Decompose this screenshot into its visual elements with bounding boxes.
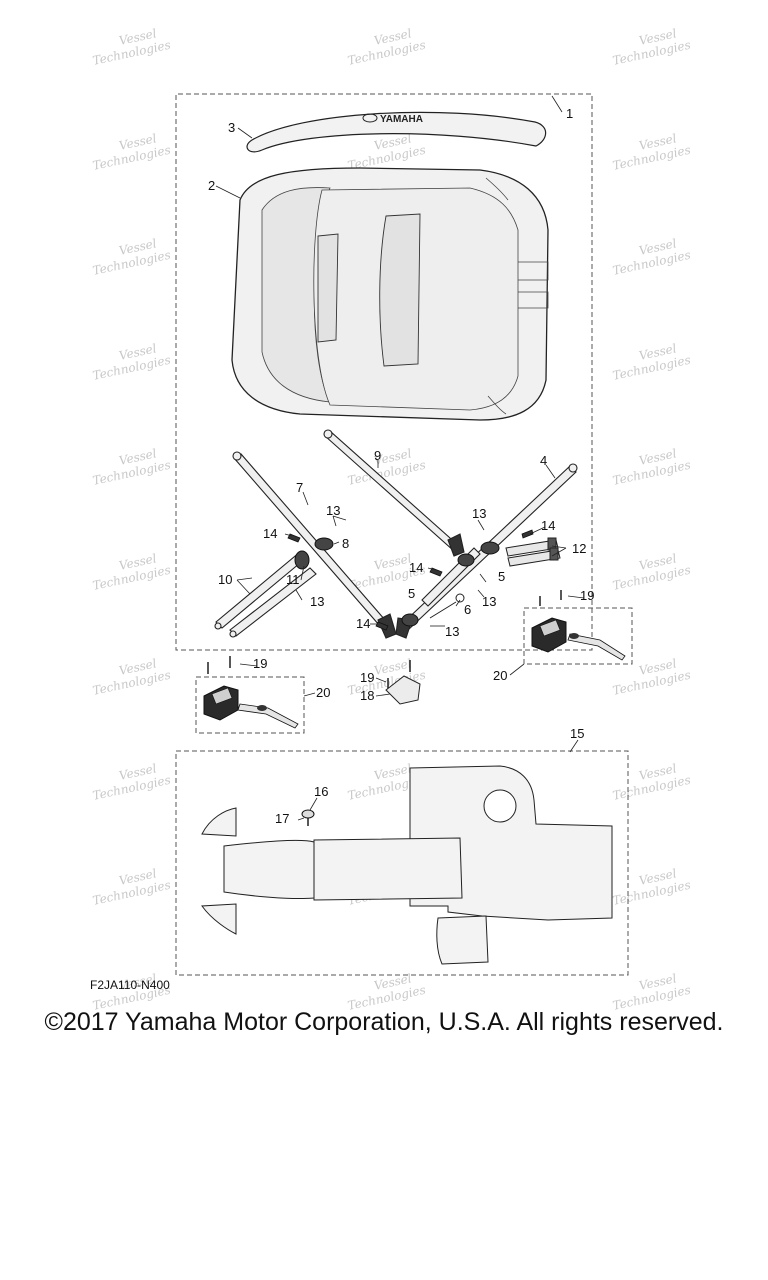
callout-5b: 5 <box>408 586 415 601</box>
callout-4: 4 <box>540 453 547 468</box>
callout-15: 15 <box>570 726 584 741</box>
callout-9: 9 <box>374 448 381 463</box>
yamaha-emblem-icon <box>362 113 378 123</box>
assembly-box-15 <box>175 750 629 976</box>
callout-13b: 13 <box>472 506 486 521</box>
part-14-screw <box>375 621 389 631</box>
callout-19a: 19 <box>580 588 594 603</box>
callout-13e: 13 <box>445 624 459 639</box>
callout-17: 17 <box>275 811 289 826</box>
callout-14b: 14 <box>409 560 423 575</box>
assembly-box-20-right <box>523 607 633 665</box>
part-14-screw <box>429 567 443 577</box>
part-20-bracket-left <box>203 685 299 729</box>
assembly-box-1 <box>175 93 593 651</box>
part-12-pole-ends <box>505 537 561 567</box>
part-8-connector <box>314 537 334 551</box>
callout-5a: 5 <box>498 569 505 584</box>
part-5-connector-upper <box>457 553 475 567</box>
callout-20a: 20 <box>493 668 507 683</box>
part-2-cover <box>231 167 549 421</box>
part-6-pin <box>429 593 465 619</box>
callout-19b: 19 <box>253 656 267 671</box>
drawing-code: F2JA110-N400 <box>90 978 170 992</box>
callout-13d: 13 <box>482 594 496 609</box>
callout-14d: 14 <box>541 518 555 533</box>
callout-11: 11 <box>286 572 300 587</box>
part-3-rail: YAMAHA <box>246 111 547 153</box>
part-14-screw <box>521 529 534 539</box>
callout-19c: 19 <box>360 670 374 685</box>
assembly-box-20-left <box>195 676 305 734</box>
part-9-pole <box>323 429 465 557</box>
callout-10: 10 <box>218 572 232 587</box>
callout-13a: 13 <box>326 503 340 518</box>
copyright-notice: ©2017 Yamaha Motor Corporation, U.S.A. A… <box>44 1008 724 1036</box>
part-10-short-poles <box>214 551 317 638</box>
part-11-connector <box>294 550 310 570</box>
callout-3: 3 <box>228 120 235 135</box>
callout-8: 8 <box>342 536 349 551</box>
callout-16: 16 <box>314 784 328 799</box>
part-16-fastener <box>301 809 315 826</box>
part-5-connector-upper-b <box>480 541 500 555</box>
rail-logo: YAMAHA <box>380 114 423 125</box>
callout-14c: 14 <box>356 616 370 631</box>
callout-12: 12 <box>572 541 586 556</box>
callout-20b: 20 <box>316 685 330 700</box>
part-5-connector-lower <box>401 613 419 627</box>
callout-7: 7 <box>296 480 303 495</box>
callout-6: 6 <box>464 602 471 617</box>
part-20-bracket-right <box>531 617 626 661</box>
part-15-mat-set <box>201 765 613 965</box>
callout-14a: 14 <box>263 526 277 541</box>
part-18-plate <box>385 675 421 705</box>
callout-18: 18 <box>360 688 374 703</box>
callout-1: 1 <box>566 106 573 121</box>
callout-2: 2 <box>208 178 215 193</box>
callout-13c: 13 <box>310 594 324 609</box>
